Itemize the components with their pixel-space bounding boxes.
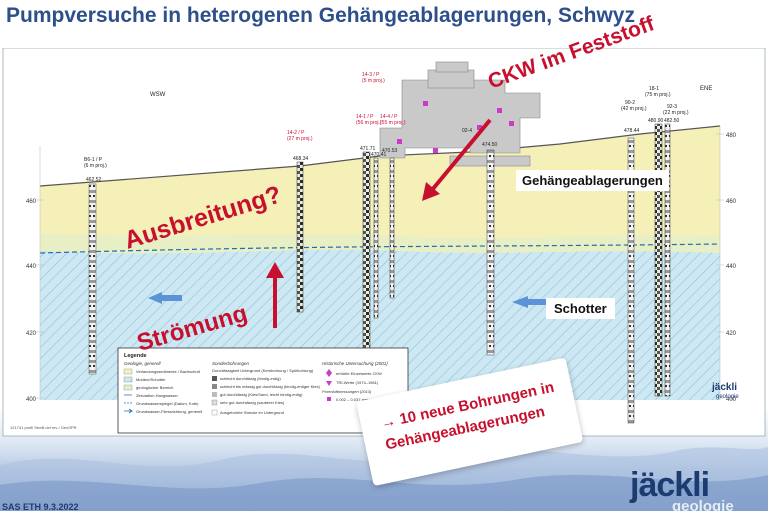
footer-left-text: SAS ETH 9.3.2022 (2, 502, 79, 511)
bh-top-18-1: 480.90 (648, 118, 664, 124)
flow-arrow-right (512, 296, 548, 308)
bh-top-90-2: 478.44 (624, 128, 640, 134)
legend-geo-4: Grundwasserspiegel (Datum, Kote) (136, 401, 199, 406)
legend-col-hist: Historische Untersuchung (2001) (322, 361, 388, 366)
elevation-grid (36, 126, 724, 400)
bh-top-02-4: 474.50 (482, 142, 498, 148)
red-arrow-up-head (266, 262, 284, 278)
bh-label-14-4: 14-4 / P (380, 114, 398, 120)
bh-sub-18-1: (75 m proj.) (645, 92, 671, 98)
bh-label-90-2: 90-2 (625, 100, 635, 106)
borehole-14-4 (373, 157, 379, 319)
elev-right-440: 440 (726, 264, 737, 270)
cross-section-diagram: 460 440 420 400 480 460 440 420 400 WSW … (2, 48, 766, 437)
legend-bore-3: gut durchlässig (Kies/Sand, leicht bindi… (220, 392, 303, 397)
legend-col-geology: Geologie, generell (124, 361, 162, 366)
borehole-14-3 (389, 157, 395, 299)
elev-left-440: 440 (26, 264, 37, 270)
elev-right-420: 420 (726, 331, 737, 337)
bh-top-14-2: 468.34 (293, 156, 309, 162)
bh-sub-92-3: (22 m proj.) (663, 110, 689, 116)
elev-left-400: 400 (26, 397, 37, 403)
bh-label-14-2: 14-2 / P (287, 130, 305, 136)
gehaenge-layer (40, 126, 720, 254)
gehaenge-label: Gehängeablagerungen (516, 170, 669, 191)
borehole-18-1 (654, 123, 663, 397)
source-note: 121741 profil Strelli.dxf rev / GeoSPR (10, 425, 77, 430)
elev-right-400: 400 (726, 397, 737, 403)
section-logo-sub: geologie (716, 394, 739, 400)
bh-top-b6-1: 462.52 (86, 177, 102, 183)
legend-hist-1: TRI-Werte (1974–1981) (336, 380, 379, 385)
legend-geo-0: Verlandungssedimente / Bachschutt (136, 369, 201, 374)
bh-label-02-4: 02-4 (462, 128, 472, 134)
legend-bore-1: schlecht durchlässig (bindig-erdig) (220, 376, 281, 381)
bh-top-92-3: 482.50 (664, 118, 680, 124)
bh-sub-90-2: (42 m proj.) (621, 106, 647, 112)
flow-arrow-left (148, 292, 182, 304)
borehole-14-1 (362, 151, 371, 373)
legend-bore-2: schlecht bis mässig gut durchlässig (bin… (220, 384, 320, 389)
direction-right: ENE (700, 86, 712, 92)
legend-geo-2: geologischer Bereich (136, 385, 173, 390)
borehole-02-4 (486, 149, 495, 356)
legend-col-bore: Sondierbohrungen (212, 361, 250, 366)
flow-arrows (148, 292, 548, 308)
borehole-90-2 (627, 137, 635, 424)
bh-sub-14-1: (56 m proj.) (356, 120, 382, 126)
elev-right-460: 460 (726, 199, 737, 205)
bh-sub-14-3: (5 m proj.) (362, 78, 385, 84)
direction-left: WSW (150, 92, 166, 98)
bh-label-b6-1: B6-1 / P (84, 157, 103, 163)
borehole-b6-1 (88, 183, 97, 375)
elev-right-480: 480 (726, 133, 737, 139)
red-arrows (266, 118, 492, 328)
bh-label-18-1: 18-1 (649, 86, 659, 92)
bh-top-14-3: 471.71 (360, 146, 376, 152)
legend-hist-3: 0.002 – 0.037 mmol TRI (336, 397, 379, 402)
bh-sub-14-2: (27 m proj.) (287, 136, 313, 142)
legend-hist-0: erhöhte Einzelwerte CKW (336, 371, 382, 376)
legend-hist-2: Porenluftmessungen (2013) (322, 389, 372, 394)
legend-geo-3: Zirkulation Hangwasser (136, 393, 178, 398)
footer-logo-sub: geologie (672, 498, 734, 511)
legend-bore-4: sehr gut durchlässig (sauberer Kies) (220, 400, 285, 405)
bh-top-14-1: 470.41 (371, 152, 387, 158)
legend-geo-1: Moräne/Schotter (136, 377, 166, 382)
legend-title: Legende (124, 353, 147, 359)
red-arrow-diag-shaft (430, 118, 492, 192)
bh-label-14-3: 14-3 / P (362, 72, 380, 78)
legend-bore-5: Ausgebohrte Strecke im Untergrund (220, 410, 284, 415)
borehole-92-3 (664, 123, 671, 397)
elev-left-460: 460 (26, 199, 37, 205)
footer-logo: jäckli (630, 466, 710, 504)
bh-label-14-1: 14-1 / P (356, 114, 374, 120)
groundwater-level (39, 243, 721, 254)
legend-geo-5: Grundwasser-Fliessrichtung, generell (136, 409, 202, 414)
boreholes (88, 123, 671, 424)
magenta-markers (397, 101, 514, 153)
red-arrow-diag-head (422, 182, 440, 201)
bh-sub-b6-1: (6 m proj.) (84, 163, 107, 169)
schotter-label: Schotter (546, 298, 615, 319)
slide-title: Pumpversuche in heterogenen Gehängeablag… (6, 4, 635, 27)
borehole-14-2 (296, 161, 304, 313)
legend-bore-0: Durchlässigkeit Untergrund (Kernbohrung … (212, 368, 314, 373)
transition-band (40, 233, 720, 254)
section-logo: jäckli (711, 382, 737, 393)
elev-left-420: 420 (26, 331, 37, 337)
bh-label-92-3: 92-3 (667, 104, 677, 110)
bh-sub-14-4: (55 m proj.) (380, 120, 406, 126)
bh-top-14-4: 470.53 (382, 148, 398, 154)
